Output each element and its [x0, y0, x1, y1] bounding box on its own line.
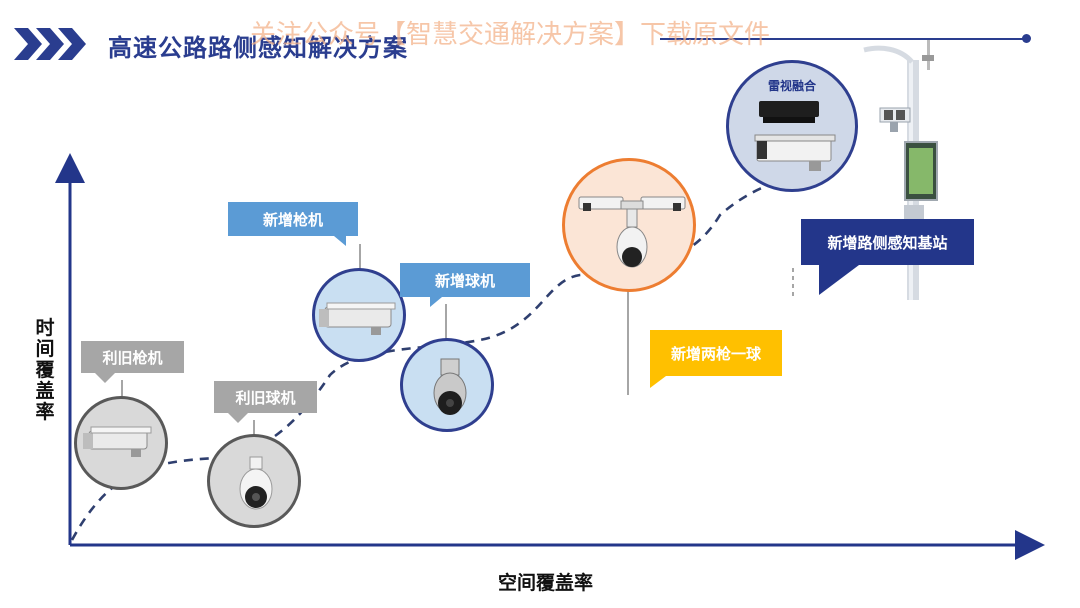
header-divider-dot: [1022, 34, 1031, 43]
callout-two-bullet-one-dome: 新增两枪一球: [650, 330, 782, 388]
callout-roadside-station: 新增路侧感知基站: [801, 219, 974, 295]
bullet-camera-icon: [319, 302, 396, 335]
watermark-text: 关注公众号【智慧交通解决方案】下载原文件: [250, 20, 771, 50]
chevron-arrows-icon: [14, 26, 104, 62]
circle-new-bullet: [312, 268, 406, 362]
x-axis-label: 空间覆盖率: [498, 572, 594, 594]
circle-two-bullet-one-dome: [562, 158, 696, 292]
callout-new-bullet: 新增枪机: [228, 202, 358, 246]
dome-camera-icon: [239, 456, 273, 510]
bullet-camera-icon: [83, 426, 152, 457]
fusion-tag: 雷视融合: [767, 79, 816, 93]
header-divider: [660, 38, 1028, 40]
two-bullet-one-dome-icon: [578, 196, 686, 268]
dome-camera-icon: [433, 358, 467, 415]
circle-reuse-bullet: [74, 396, 168, 490]
circle-new-dome: [400, 338, 494, 432]
circle-reuse-dome: [207, 434, 301, 528]
y-axis-label: 时间覆盖率: [35, 317, 55, 423]
callout-reuse-bullet: 利旧枪机: [81, 341, 184, 383]
page-title: 高速公路路侧感知解决方案: [108, 34, 408, 62]
circle-radar-video-fusion: 雷视融合: [726, 60, 858, 192]
roadside-pole-icon: [863, 40, 938, 300]
coverage-curve: [70, 170, 831, 541]
callout-reuse-dome: 利旧球机: [214, 381, 317, 423]
radar-video-fusion-icon: [754, 101, 836, 171]
callout-new-dome: 新增球机: [400, 263, 530, 307]
